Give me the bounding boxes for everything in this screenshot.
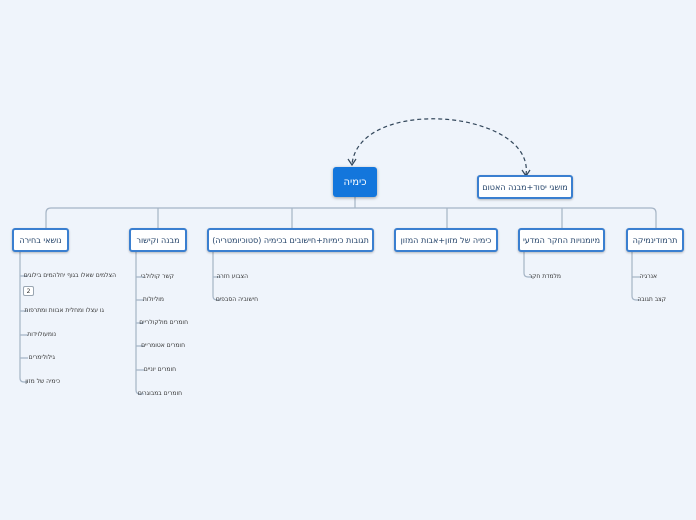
topic-label: מבנה וקישור [136,235,180,245]
floating-node[interactable]: מושגי יסוד+מבנה האטום [477,175,573,199]
leaf-item[interactable]: חישוביה הסבפים [215,296,258,303]
topic-node[interactable]: נושאי בחירה [12,228,69,252]
leaf-item[interactable]: הצבוע חזרה [216,273,248,280]
leaf-item[interactable]: קשר קולולבי [141,273,174,280]
topic-node[interactable]: מבנה וקישור [129,228,187,252]
topic-node[interactable]: כימיה של מזון+אבות המזון [394,228,498,252]
leaf-item[interactable]: גילולימרים [28,354,55,361]
leaf-item[interactable]: חומרים יוניים [143,366,176,373]
topic-label: נושאי בחירה [19,235,62,245]
leaf-item[interactable]: אנרגיה [639,273,657,280]
topic-label: מיומנויות החקר המדעי [523,235,600,245]
topic-label: כימיה של מזון+אבות המזון [400,235,492,245]
count-badge[interactable]: 2 [23,286,34,296]
leaf-item[interactable]: גו עצלו ומחלית אבוות ומתרפות [24,307,104,314]
floating-label: מושגי יסוד+מבנה האטום [482,182,568,192]
topic-node[interactable]: מיומנויות החקר המדעי [518,228,605,252]
topic-label: תרמודינמיקה [632,235,678,245]
leaf-item[interactable]: קצב תגובה [637,296,666,303]
leaf-item[interactable]: כימיה של מזון [25,378,60,385]
leaf-item[interactable]: חומרים אטומריים [141,342,185,349]
leaf-item[interactable]: חומרים במבוגרים [137,390,182,397]
leaf-item[interactable]: חומרים מולקולריים [139,319,188,326]
leaf-item[interactable]: נומעולוידות [27,331,56,338]
root-label: כימיה [343,176,367,188]
leaf-item[interactable]: מלמדת חקר [528,273,561,280]
topic-label: תגובות כימיות+חישובים בכימיה (סטוכיומטרי… [212,235,369,245]
topic-node[interactable]: תגובות כימיות+חישובים בכימיה (סטוכיומטרי… [207,228,374,252]
root-node[interactable]: כימיה [333,167,377,197]
leaf-item[interactable]: מוליולות [142,296,164,303]
leaf-item[interactable]: הצלמים שאלו בגוף יחלהמים בילוגים [23,272,116,279]
topic-node[interactable]: תרמודינמיקה [626,228,684,252]
